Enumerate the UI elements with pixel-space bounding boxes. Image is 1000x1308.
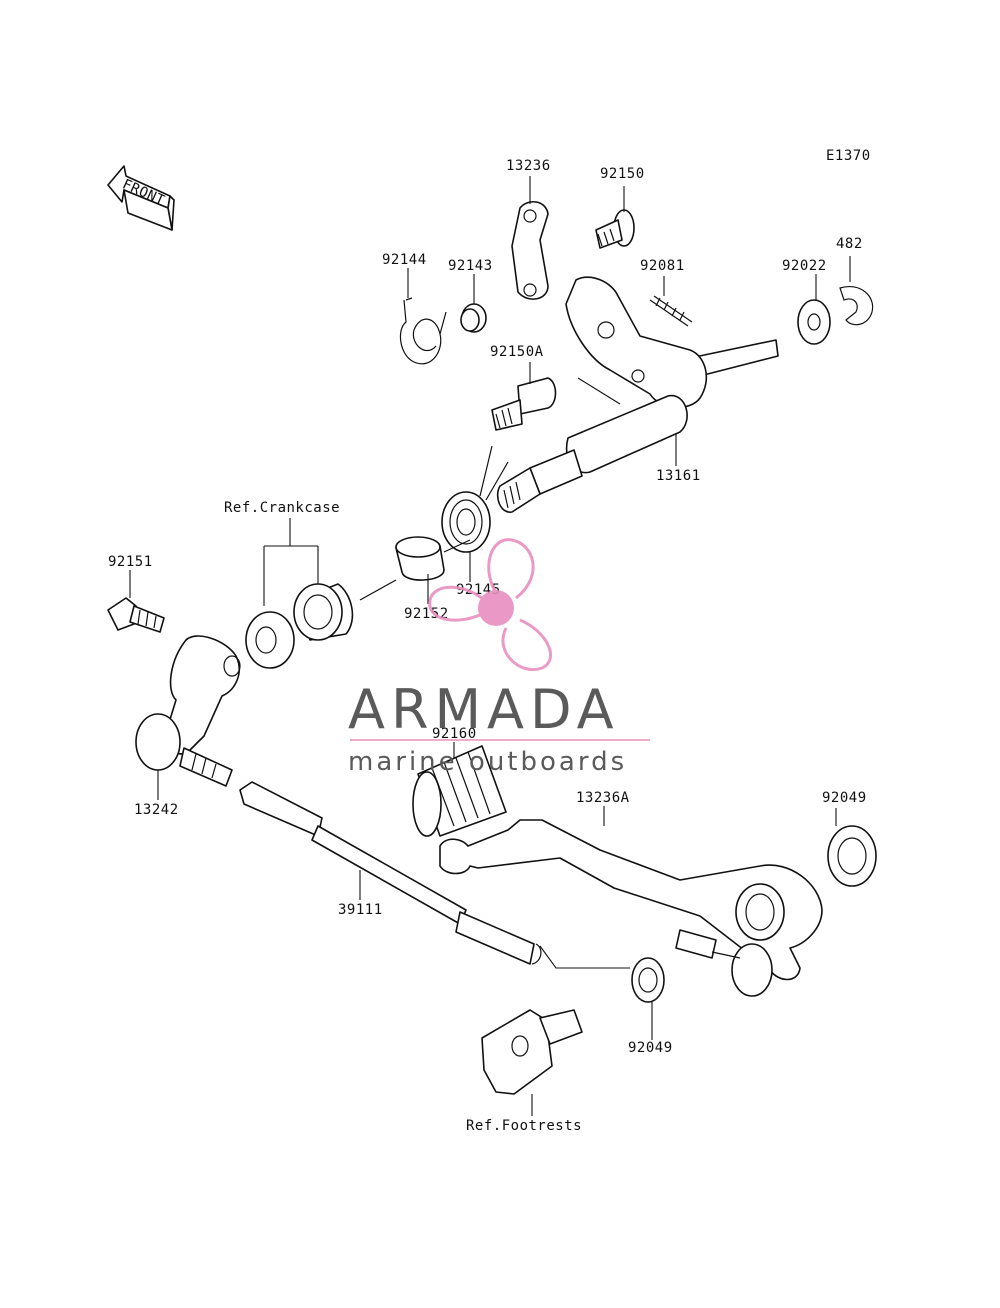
part-labels: 13236 92150 92144 92143 92081 92022 482 … (108, 158, 867, 1134)
label-92150A: 92150A (490, 344, 544, 360)
label-13161: 13161 (656, 468, 701, 484)
label-13236A: 13236A (576, 790, 630, 806)
part-13236-shift-arm (511, 201, 549, 300)
part-92151-bolt (107, 597, 165, 633)
label-92143: 92143 (448, 258, 493, 274)
label-13242: 13242 (134, 802, 179, 818)
part-92150A-bolt (491, 377, 557, 431)
label-92150: 92150 (600, 166, 645, 182)
part-92150-bolt (595, 209, 635, 249)
label-92152: 92152 (404, 606, 449, 622)
label-92160: 92160 (432, 726, 477, 742)
label-ref-footrests: Ref.Footrests (466, 1118, 582, 1134)
diagram-code: E1370 (826, 148, 871, 164)
label-482: 482 (836, 236, 863, 252)
part-pedal-ball-joint (675, 929, 773, 997)
label-92022: 92022 (782, 258, 827, 274)
label-39111: 39111 (338, 902, 383, 918)
part-92049-washer-top (827, 825, 877, 887)
label-92049-bottom: 92049 (628, 1040, 673, 1056)
part-92144-spring (399, 297, 447, 365)
label-92081: 92081 (640, 258, 685, 274)
label-92049-top: 92049 (822, 790, 867, 806)
part-92143-collar (460, 303, 487, 333)
leader-lines (129, 176, 851, 1116)
part-92081-spring (649, 295, 693, 327)
part-92049-washer-bottom (631, 957, 665, 1003)
part-92145-spring (441, 445, 509, 553)
label-ref-crankcase: Ref.Crankcase (224, 500, 340, 516)
part-crankcase-bearing (245, 583, 354, 669)
part-13236A-shift-pedal (439, 819, 823, 981)
watermark-brand: ARMADA (348, 678, 620, 741)
part-482-circlip (839, 286, 874, 326)
part-92160-pedal-rubber (412, 745, 507, 837)
label-92151: 92151 (108, 554, 153, 570)
part-footrest-clevis (481, 1009, 583, 1095)
part-92022-washer (797, 299, 831, 345)
label-13236: 13236 (506, 158, 551, 174)
watermark-tagline: marine outboards (348, 747, 627, 777)
propeller-logo-icon (428, 538, 553, 671)
label-92144: 92144 (382, 252, 427, 268)
part-39111-tie-rod (239, 781, 542, 965)
front-arrow-icon: FRONT (107, 165, 175, 231)
part-92152-collar (395, 536, 445, 581)
armada-watermark: ARMADA marine outboards (348, 538, 650, 777)
part-13161-shift-shaft (496, 276, 779, 513)
part-13242-lever (135, 635, 241, 787)
